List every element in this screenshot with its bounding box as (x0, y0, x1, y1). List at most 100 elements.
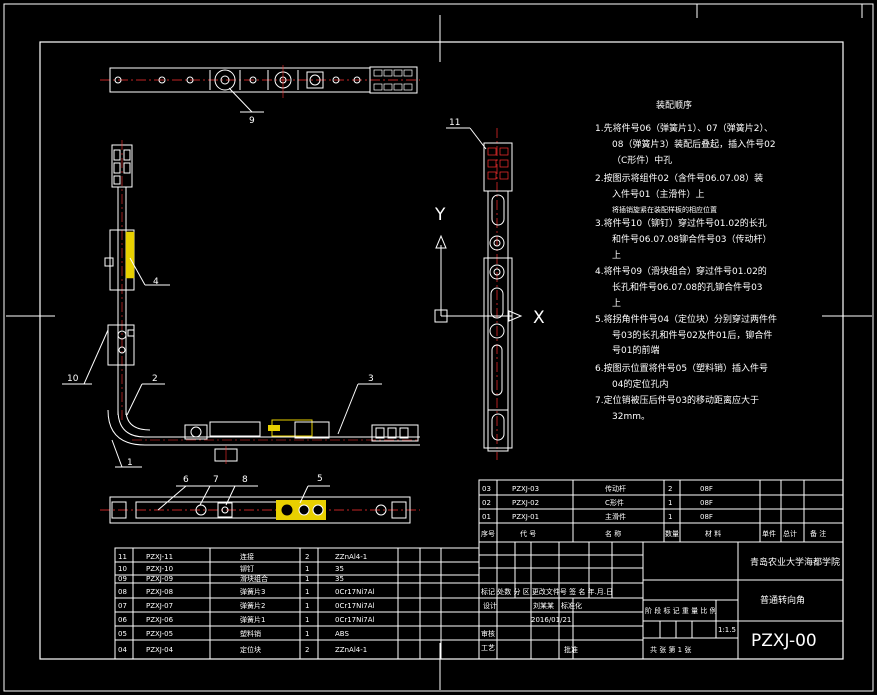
svg-text:1: 1 (305, 602, 309, 610)
bottom-view-part[interactable] (100, 496, 420, 524)
svg-text:序号: 序号 (481, 529, 495, 538)
leader-line (225, 485, 236, 506)
svg-text:代 号: 代 号 (520, 529, 536, 538)
svg-text:1: 1 (305, 630, 309, 638)
svg-text:1: 1 (305, 575, 309, 583)
top-view-part[interactable] (100, 65, 420, 98)
svg-text:2: 2 (305, 646, 309, 654)
svg-text:35: 35 (335, 565, 344, 573)
svg-text:10: 10 (118, 565, 127, 573)
svg-text:08F: 08F (700, 499, 713, 507)
svg-text:PZXJ-06: PZXJ-06 (146, 616, 174, 624)
side-view-part[interactable] (483, 128, 513, 460)
svg-text:C形件: C形件 (605, 498, 624, 507)
leader-line (83, 329, 109, 385)
designer-name: 刘某某 (533, 601, 554, 610)
svg-text:0Cr17Ni7Al: 0Cr17Ni7Al (335, 602, 375, 610)
school-name: 青岛农业大学海都学院 (750, 556, 840, 568)
svg-text:总计: 总计 (783, 529, 797, 538)
svg-text:弹簧片1: 弹簧片1 (240, 615, 265, 624)
stage-label: 阶 段 标 记 重 量 比 例 (645, 606, 717, 615)
svg-text:05: 05 (118, 630, 127, 638)
note-line: 和件号06.07.08铆合件号03（传动杆） (612, 233, 772, 245)
outer-border (3, 3, 874, 692)
note-line: 上 (612, 250, 621, 261)
svg-text:名 称: 名 称 (605, 529, 621, 538)
svg-text:07: 07 (118, 602, 127, 610)
scale-value: 1:1.5 (718, 626, 736, 634)
svg-text:PZXJ-03: PZXJ-03 (512, 485, 539, 493)
svg-text:备 注: 备 注 (810, 529, 826, 538)
bom-lower-table: 11 PZXJ-11 连接 2 ZZnAl4-1 10 PZXJ-10 铆钉 1… (114, 547, 480, 660)
svg-text:11: 11 (118, 553, 127, 561)
svg-text:PZXJ-07: PZXJ-07 (146, 602, 173, 610)
note-line: 将插销旋紧在装配样板的相应位置 (612, 205, 717, 214)
svg-text:连接: 连接 (240, 552, 254, 561)
assembly-notes: 装配顺序 1.先将件号06（弹簧片1）、07（弹簧片2）、 08（弹簧片3）装配… (595, 99, 777, 422)
svg-text:08: 08 (118, 588, 127, 596)
std-label: 标准化 (561, 601, 582, 610)
svg-text:02: 02 (482, 499, 491, 507)
svg-text:0Cr17Ni7Al: 0Cr17Ni7Al (335, 616, 375, 624)
svg-text:传动杆: 传动杆 (605, 484, 626, 493)
note-line: 上 (612, 298, 621, 309)
note-line: 2.按图示将组件02（含件号06.07.08）装 (595, 172, 763, 184)
callout-9: 9 (249, 116, 255, 126)
svg-text:0Cr17Ni7Al: 0Cr17Ni7Al (335, 588, 375, 596)
callout-1: 1 (127, 458, 133, 468)
axis-y-label: Y (434, 205, 446, 225)
svg-text:1: 1 (305, 588, 309, 596)
leader-line (126, 383, 143, 416)
note-line: （C形件）中孔 (612, 154, 672, 166)
svg-text:PZXJ-10: PZXJ-10 (146, 565, 173, 573)
callout-7: 7 (213, 475, 219, 485)
bom-upper-table: 03 PZXJ-03 传动杆 2 08F 02 PZXJ-02 C形件 1 08… (478, 479, 844, 543)
drawing-number: PZXJ-00 (751, 631, 817, 651)
note-line: 08（弹簧片3）装配后叠起，插入件号02 (612, 138, 776, 150)
svg-text:2: 2 (305, 553, 309, 561)
note-line: 5.将拐角件件号04（定位块）分别穿过两件件 (595, 313, 777, 325)
svg-text:ZZnAl4-1: ZZnAl4-1 (335, 646, 367, 654)
callout-3: 3 (368, 374, 374, 384)
svg-text:04: 04 (118, 646, 127, 654)
svg-text:PZXJ-04: PZXJ-04 (146, 646, 174, 654)
process-label: 工艺 (481, 644, 495, 652)
callout-2: 2 (152, 374, 158, 384)
leader-line (111, 439, 123, 468)
note-line: 04的定位孔内 (612, 378, 668, 390)
svg-text:1: 1 (305, 565, 309, 573)
svg-text:01: 01 (482, 513, 491, 521)
svg-text:03: 03 (482, 485, 491, 493)
callout-6: 6 (183, 475, 189, 485)
check-label: 审核 (481, 629, 495, 638)
svg-text:主滑件: 主滑件 (605, 512, 626, 521)
note-line: 号03的长孔和件号02及件01后，铆合件 (612, 329, 772, 341)
callout-8: 8 (242, 475, 248, 485)
svg-text:PZXJ-09: PZXJ-09 (146, 575, 173, 583)
svg-text:铆钉: 铆钉 (240, 564, 254, 573)
svg-text:弹簧片3: 弹簧片3 (240, 587, 265, 596)
main-assembly-view[interactable] (104, 140, 420, 464)
leader-line (129, 257, 146, 286)
svg-text:PZXJ-01: PZXJ-01 (512, 513, 539, 521)
svg-text:06: 06 (118, 616, 127, 624)
svg-text:35: 35 (335, 575, 344, 583)
drawing-title: 普通转向角 (760, 594, 805, 606)
revision-header: 标记 处数 分 区 更改文件号 签 名 年.月.日 (481, 587, 613, 596)
svg-text:08F: 08F (700, 485, 713, 493)
svg-text:定位块: 定位块 (240, 645, 261, 654)
ucs-axis-icon (434, 234, 523, 323)
title-block: 标记 处数 分 区 更改文件号 签 名 年.月.日 设计 刘某某 标准化 201… (478, 541, 844, 660)
svg-text:塑料销: 塑料销 (240, 629, 261, 638)
svg-text:材 料: 材 料 (705, 529, 721, 538)
axis-x-label: X (533, 308, 545, 328)
leader-line (157, 485, 187, 511)
note-line: 3.将件号10（铆钉）穿过件号01.02的长孔 (595, 217, 767, 229)
note-line: 6.按图示位置将件号05（塑料销）插入件号 (595, 362, 768, 374)
svg-text:08F: 08F (700, 513, 713, 521)
note-line: 4.将件号09（滑块组合）穿过件号01.02的 (595, 265, 767, 277)
notes-title: 装配顺序 (656, 99, 692, 111)
leader-line (199, 485, 211, 506)
note-line: 长孔和件号06.07.08的孔铆合件号03 (612, 281, 763, 293)
